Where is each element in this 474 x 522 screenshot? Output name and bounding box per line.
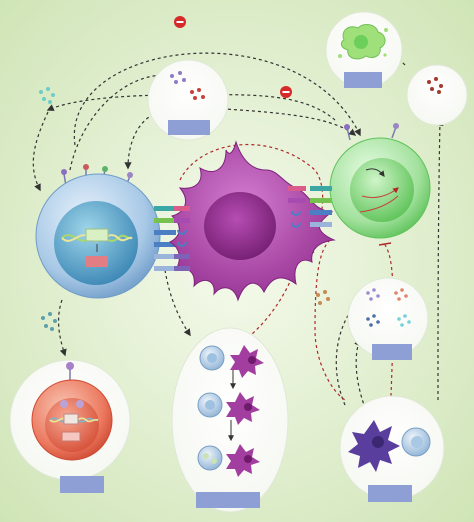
arrow-blue-to-bubble — [69, 71, 167, 171]
receptor-icon — [310, 186, 332, 227]
label-box — [168, 120, 210, 135]
arrow-top-loop — [73, 52, 361, 146]
green-cell — [310, 123, 431, 239]
inhibit-icon — [280, 86, 292, 98]
label-box — [372, 344, 412, 360]
receptor-icon — [174, 186, 306, 271]
bubble-top-center — [147, 59, 229, 141]
label-box — [60, 476, 104, 493]
label-box — [196, 492, 260, 508]
arrow-cytokines-to-blue — [32, 111, 49, 192]
bubble-bottom-right — [339, 395, 445, 502]
bubble-top-right — [325, 11, 403, 89]
purple-cell — [168, 140, 336, 302]
arrow-red-down — [314, 239, 346, 401]
blue-cell — [35, 164, 176, 299]
arrow-right-up — [436, 118, 444, 401]
receptor-icon — [154, 206, 176, 271]
bubble-right-small — [406, 64, 468, 126]
label-box — [368, 485, 412, 502]
arrow-red-to-oval — [244, 254, 301, 341]
inhibit-icon — [174, 16, 186, 28]
label-box — [344, 72, 382, 88]
bubble-bottom-left — [9, 359, 131, 493]
cytokine-dots-icon — [316, 290, 330, 305]
bubble-bottom-center — [171, 327, 289, 513]
cytokine-dots-icon — [39, 87, 55, 104]
cytokine-dots-icon — [41, 312, 57, 331]
apoptotic-cell-icon — [338, 24, 388, 60]
inhibit-bar — [378, 242, 392, 246]
arrow-bubble-to-green — [209, 107, 357, 136]
arrow-lower-to-cytokines — [335, 303, 356, 406]
bubble-right-middle — [347, 277, 429, 360]
arrow-to-oval — [164, 269, 191, 337]
